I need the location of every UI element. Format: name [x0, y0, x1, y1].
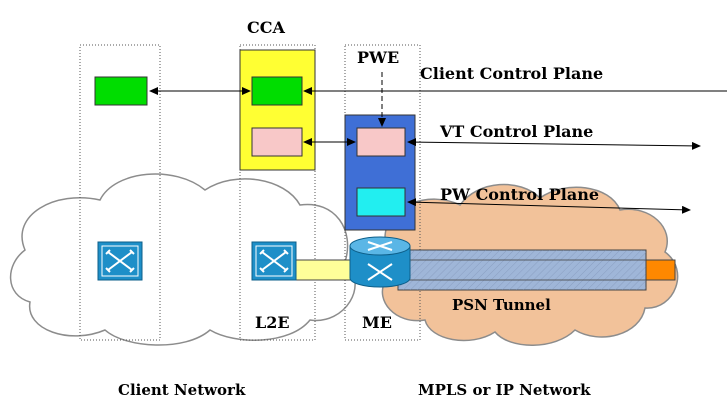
- l2e-dotted-box: [239, 44, 316, 341]
- cca-label: CCA: [247, 18, 285, 37]
- vt-control-plane-label: VT Control Plane: [439, 122, 593, 141]
- pwe-label: PWE: [357, 48, 399, 67]
- client-dotted-box: [79, 44, 161, 341]
- client-control-plane-label: Client Control Plane: [420, 64, 603, 83]
- psn-tunnel-label: PSN Tunnel: [452, 296, 551, 314]
- vt-control-plane-arrow: [407, 138, 701, 150]
- pw-control-plane-arrow: [407, 198, 691, 214]
- cca-control-box: [251, 76, 303, 106]
- client-network-label: Client Network: [118, 381, 246, 399]
- psn-tunnel-hatch: [398, 250, 646, 290]
- client-switch-icon: [97, 241, 143, 281]
- client-network-cloud: [9, 173, 356, 346]
- cca-vt-box: [251, 127, 303, 157]
- l2e-label: L2E: [255, 313, 290, 332]
- pw-control-plane-label: PW Control Plane: [440, 185, 599, 204]
- me-router-icon: [349, 236, 411, 288]
- mpls-ip-network-label: MPLS or IP Network: [418, 381, 591, 399]
- me-label: ME: [362, 313, 392, 332]
- me-dotted-box: [344, 44, 421, 341]
- pwe-pw-box: [356, 187, 406, 217]
- client-control-box: [94, 76, 148, 106]
- l2e-switch-icon: [251, 241, 297, 281]
- pwe-vt-box: [356, 127, 406, 157]
